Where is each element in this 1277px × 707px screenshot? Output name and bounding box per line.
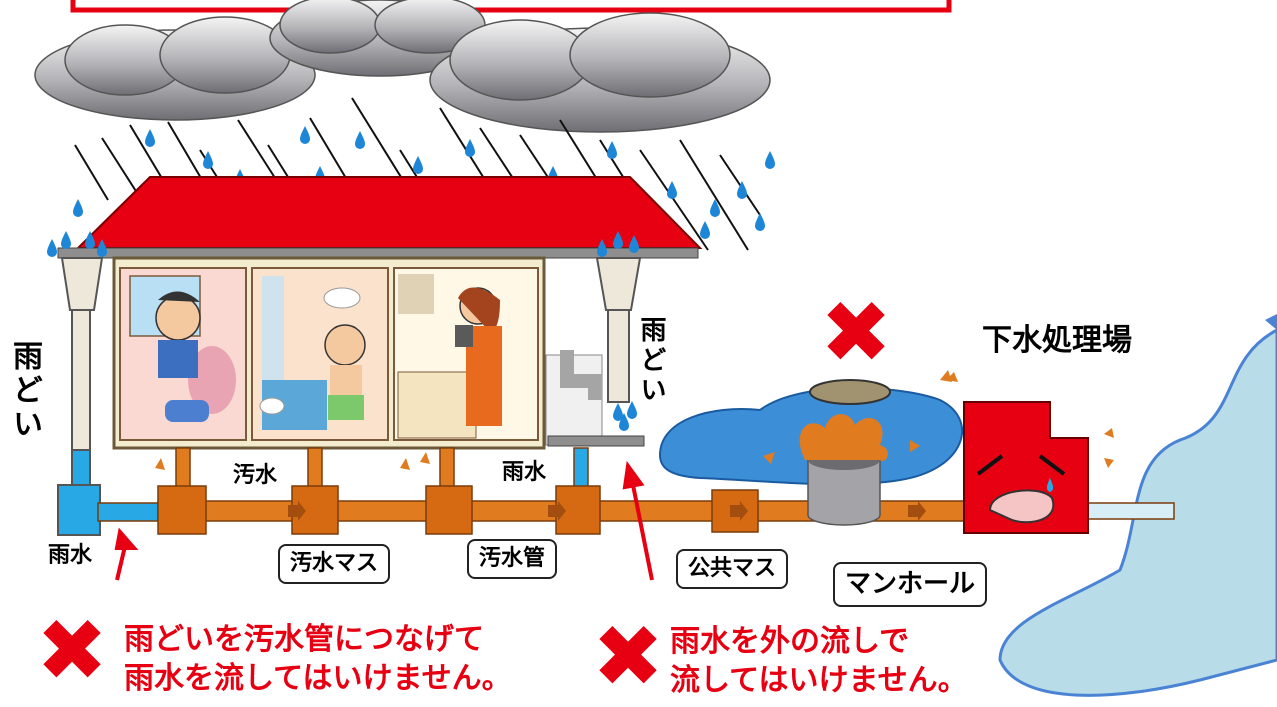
downspout-left-label: 雨どい [7, 340, 42, 442]
flooding-manhole [658, 370, 964, 526]
warning-right-line2: 流してはいけません。 [670, 663, 968, 698]
downspout-right-pipe [594, 257, 642, 429]
sewage-box-callout: 汚水マス [278, 544, 391, 585]
inspection-boxes [157, 485, 759, 535]
warning-left: 雨どいを汚水管につなげて 雨水を流してはいけません。 [124, 620, 512, 698]
x-mark-icon: ✖ [820, 283, 893, 383]
warning-left-line1: 雨どいを汚水管につなげて [124, 622, 484, 657]
x-mark-icon: ✖ [36, 601, 109, 701]
house-splash [155, 452, 430, 470]
house-body [112, 256, 546, 450]
warning-arrows [114, 460, 654, 581]
sewage-label: 汚水 [233, 463, 278, 488]
house-roof [57, 176, 703, 259]
title-banner [70, 0, 952, 13]
warning-right: 雨水を外の流しで 流してはいけません。 [670, 622, 968, 700]
treatment-plant [946, 372, 1114, 534]
rain-clouds [34, 0, 771, 133]
x-mark-icon: ✖ [592, 607, 665, 707]
rainwater-left-label: 雨水 [48, 543, 93, 568]
public-box-callout: 公共マス [676, 549, 789, 590]
downspout-left-pipe [57, 257, 104, 536]
sewage-pipe-callout: 汚水管 [467, 539, 558, 580]
warning-left-line2: 雨水を流してはいけません。 [124, 661, 512, 696]
downspout-right-label: 雨どい [636, 316, 666, 406]
rainwater-mid-label: 雨水 [502, 460, 547, 485]
outside-faucet [545, 350, 645, 447]
treatment-plant-label: 下水処理場 [982, 323, 1132, 358]
manhole-callout: マンホール [833, 562, 988, 607]
warning-right-line1: 雨水を外の流しで [670, 624, 910, 659]
